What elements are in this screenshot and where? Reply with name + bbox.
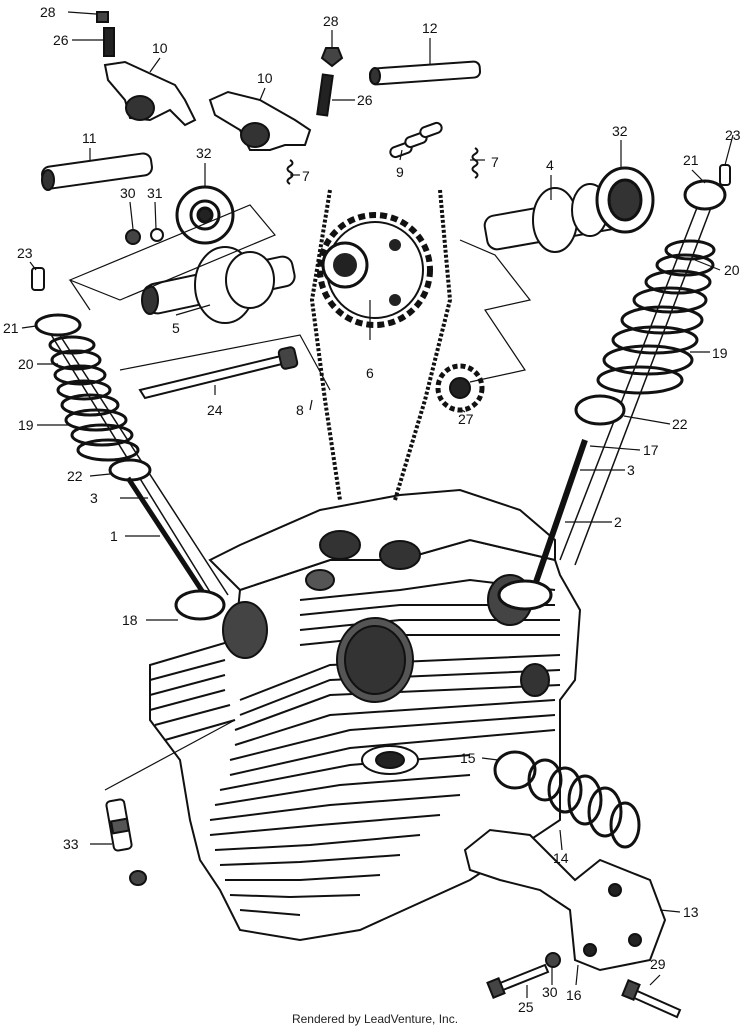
callout-33: 33 xyxy=(63,836,79,852)
callout-3: 3 xyxy=(90,490,98,506)
bolts-bottom xyxy=(486,952,682,1019)
callout-21: 21 xyxy=(3,320,19,336)
callout-15: 15 xyxy=(460,750,476,766)
long-bolt xyxy=(138,346,299,400)
small-springs xyxy=(286,147,479,185)
callout-13: 13 xyxy=(683,904,699,920)
rocker-arm-left xyxy=(103,60,197,127)
rocker-arm-right xyxy=(208,90,312,151)
footer-credit: Rendered by LeadVenture, Inc. xyxy=(291,1012,459,1026)
bearing-right xyxy=(595,166,655,234)
callout-23: 23 xyxy=(17,245,33,261)
spark-plug xyxy=(105,798,147,886)
bolt-nut-set xyxy=(96,11,344,117)
callout-1: 1 xyxy=(110,528,118,544)
callout-5: 5 xyxy=(172,320,180,336)
callout-28: 28 xyxy=(323,13,339,29)
callout-20: 20 xyxy=(18,356,34,372)
callout-2: 2 xyxy=(614,514,622,530)
callout-10: 10 xyxy=(152,40,168,56)
callout-7: 7 xyxy=(491,154,499,170)
callout-26: 26 xyxy=(53,32,69,48)
tensioner-spring xyxy=(493,750,641,849)
valve-right xyxy=(497,164,731,611)
callout-7: 7 xyxy=(302,168,310,184)
callout-17: 17 xyxy=(643,442,659,458)
tensioner-cover xyxy=(463,828,667,972)
callout-6: 6 xyxy=(366,365,374,381)
rocker-shaft-12 xyxy=(368,60,482,86)
guide-lines xyxy=(68,204,532,391)
callout-30: 30 xyxy=(120,185,136,201)
callout-18: 18 xyxy=(122,612,138,628)
cam-sprocket xyxy=(317,212,433,328)
callout-10: 10 xyxy=(257,70,273,86)
callout-22: 22 xyxy=(67,468,83,484)
callout-12: 12 xyxy=(422,20,438,36)
rocker-shaft-11 xyxy=(41,152,153,191)
callout-9: 9 xyxy=(396,164,404,180)
callout-4: 4 xyxy=(546,157,554,173)
callout-labels: 28 26 10 10 28 26 12 11 32 30 31 7 9 7 4… xyxy=(3,4,741,1015)
callout-20: 20 xyxy=(724,262,740,278)
callout-32: 32 xyxy=(196,145,212,161)
callout-24: 24 xyxy=(207,402,223,418)
valve-left xyxy=(31,267,229,621)
callout-14: 14 xyxy=(553,850,569,866)
callout-19: 19 xyxy=(712,345,728,361)
camshaft-left xyxy=(141,246,296,324)
gear-small xyxy=(435,363,485,413)
callout-30: 30 xyxy=(542,984,558,1000)
callout-8: 8 xyxy=(296,402,304,418)
callout-28: 28 xyxy=(40,4,56,20)
callout-27: 27 xyxy=(458,411,474,427)
chain-joint xyxy=(389,121,443,159)
callout-22: 22 xyxy=(672,416,688,432)
callout-21: 21 xyxy=(683,152,699,168)
callout-29: 29 xyxy=(650,956,666,972)
callout-19: 19 xyxy=(18,417,34,433)
callout-25: 25 xyxy=(518,999,534,1015)
cam-chain xyxy=(309,189,453,501)
callout-23: 23 xyxy=(725,127,741,143)
callout-11: 11 xyxy=(82,130,97,146)
callout-26: 26 xyxy=(357,92,373,108)
callout-3: 3 xyxy=(627,462,635,478)
callout-32: 32 xyxy=(612,123,628,139)
nut-washer xyxy=(125,228,164,245)
callout-16: 16 xyxy=(566,987,582,1003)
callout-31: 31 xyxy=(147,185,163,201)
leader-lines xyxy=(21,11,734,998)
